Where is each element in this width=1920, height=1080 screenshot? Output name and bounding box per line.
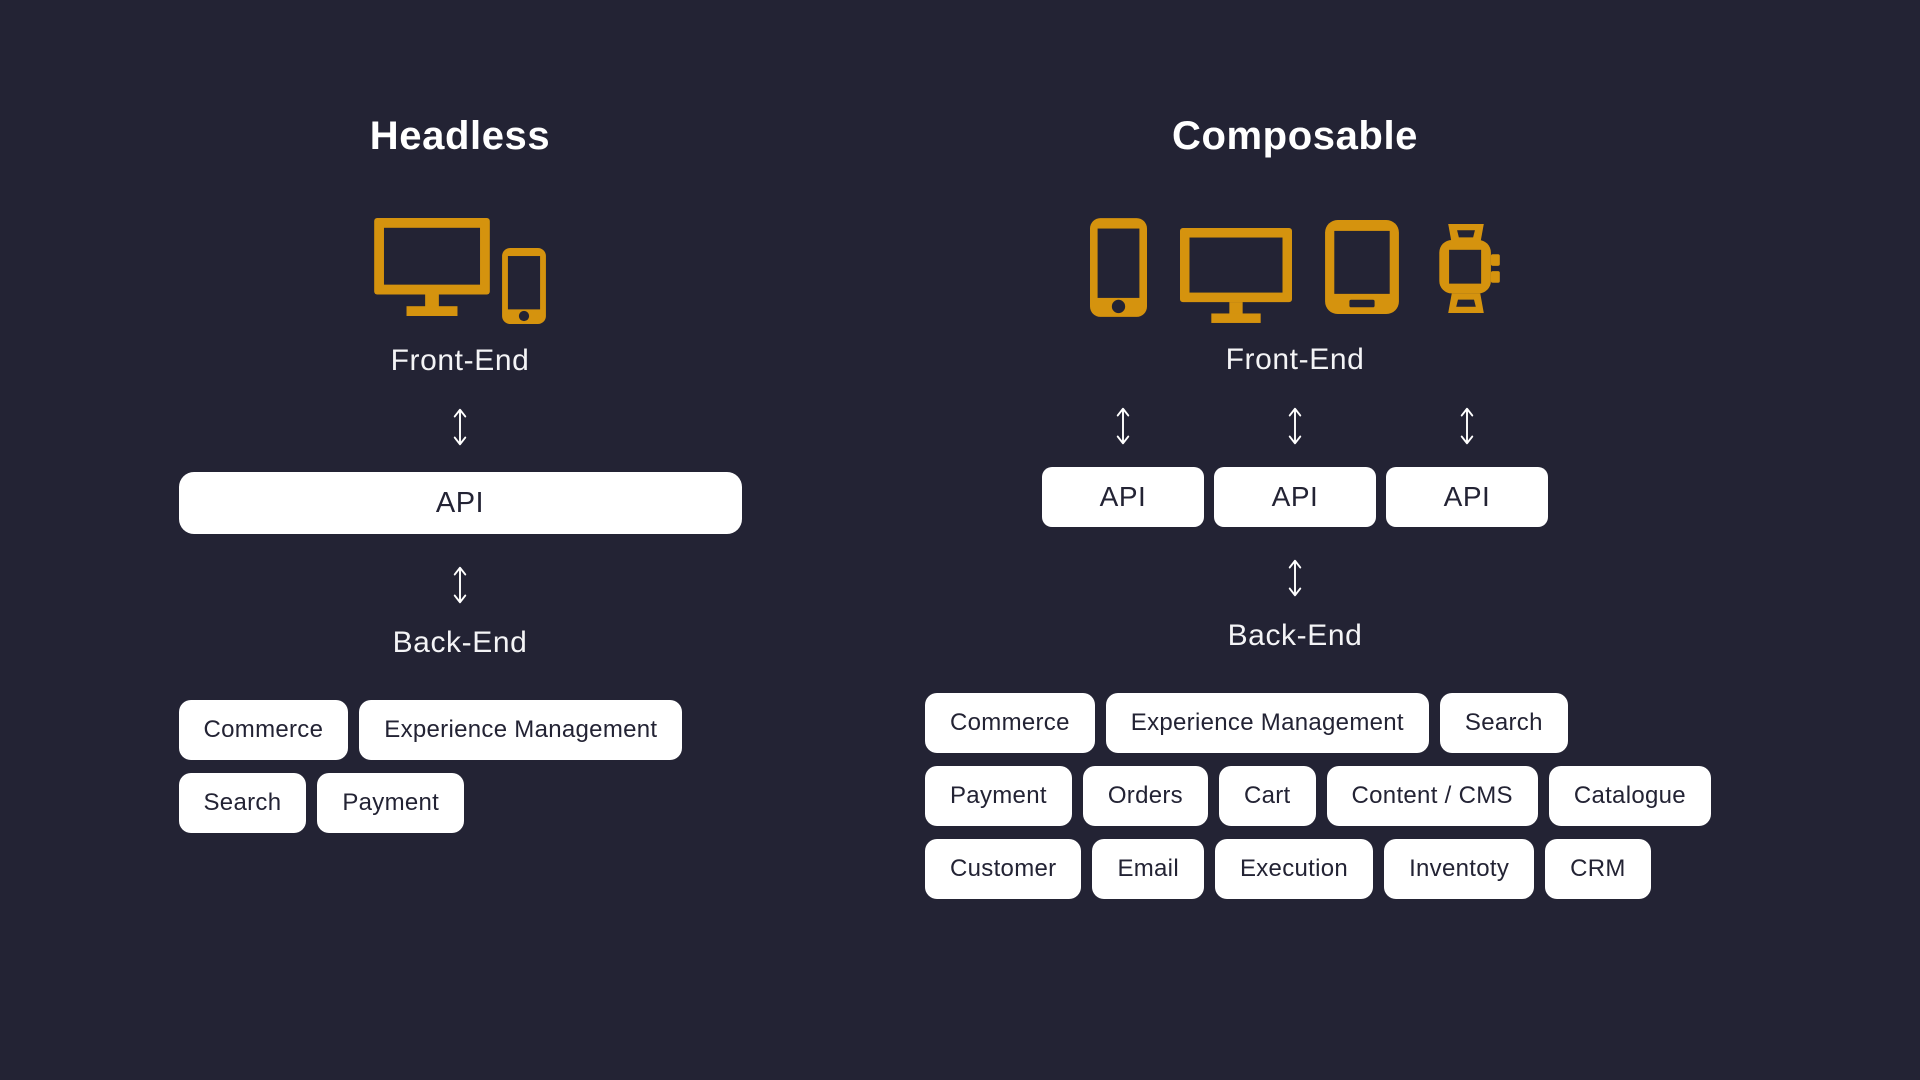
service-box-commerce: Commerce [178,700,349,760]
api-label: API [435,486,485,519]
service-box-experience-management: Experience Management [1105,693,1429,753]
service-row: Search Payment [178,773,742,833]
service-box-payment: Payment [925,766,1072,826]
smartphone-icon [502,248,546,324]
api-box: API [1042,467,1204,527]
composable-title: Composable [1171,114,1419,158]
api-bar: API [178,472,742,534]
arrow-cell [1386,403,1548,449]
smartwatch-icon [1439,224,1500,313]
tablet-icon [1325,220,1399,314]
smartphone-icon [1090,218,1147,317]
service-box-search: Search [1439,693,1568,753]
arrow-cell [1042,403,1204,449]
service-box-cart: Cart [1218,766,1316,826]
vertical-double-arrow-icon [1460,407,1474,445]
api-arrows-row [1042,403,1548,449]
back-end-label: Back-End [392,626,528,659]
service-box-search: Search [178,773,307,833]
service-box-inventory: Inventoty [1384,839,1535,899]
service-row: Commerce Experience Management Search [925,693,1765,753]
api-boxes-row: API API API [1042,467,1548,527]
monitor-icon [374,218,490,316]
arrow-cell [1214,403,1376,449]
vertical-double-arrow-icon [1288,407,1302,445]
vertical-double-arrow-icon [1116,407,1130,445]
front-end-label: Front-End [1225,343,1365,376]
api-box: API [1214,467,1376,527]
service-row: Commerce Experience Management [178,700,742,760]
composable-section: Composable Front-End API API API Bac [865,0,1725,899]
service-box-email: Email [1092,839,1204,899]
service-row: Payment Orders Cart Content / CMS Catalo… [925,766,1765,826]
service-box-execution: Execution [1214,839,1374,899]
service-box-payment: Payment [317,773,465,833]
composable-devices [1090,218,1500,323]
headless-services: Commerce Experience Management Search Pa… [178,700,742,833]
service-box-crm: CRM [1545,839,1651,899]
monitor-icon [1180,228,1292,323]
api-box: API [1386,467,1548,527]
service-box-commerce: Commerce [925,693,1095,753]
service-box-content-cms: Content / CMS [1326,766,1538,826]
service-box-catalogue: Catalogue [1548,766,1711,826]
headless-title: Headless [369,114,551,158]
composable-services: Commerce Experience Management Search Pa… [925,693,1765,899]
front-end-label: Front-End [390,344,530,377]
service-box-orders: Orders [1082,766,1208,826]
back-end-label: Back-End [1227,619,1363,652]
service-box-experience-management: Experience Management [359,700,683,760]
vertical-double-arrow-icon [1288,559,1302,597]
headless-devices [374,218,546,324]
headless-section: Headless Front-End API Back-End Commerce… [150,0,770,833]
service-row: Customer Email Execution Inventoty CRM [925,839,1765,899]
vertical-double-arrow-icon [453,566,467,604]
vertical-double-arrow-icon [453,408,467,446]
service-box-customer: Customer [925,839,1082,899]
